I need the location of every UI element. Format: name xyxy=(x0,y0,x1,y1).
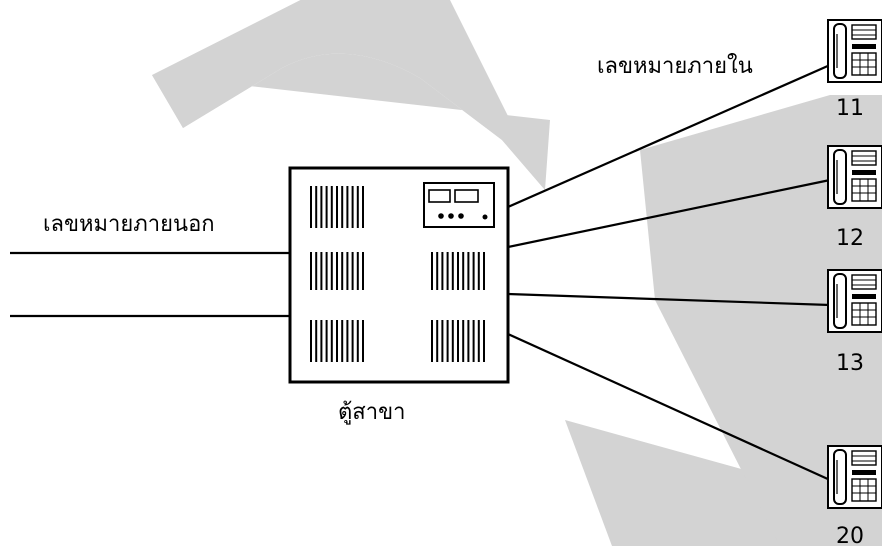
extension-line xyxy=(507,332,831,482)
vent-slots xyxy=(310,186,485,362)
extension-line xyxy=(507,292,831,307)
extension-phones xyxy=(827,19,882,509)
desk-phone-icon xyxy=(827,445,882,509)
watermark-swoosh xyxy=(152,0,882,546)
external-lines xyxy=(10,251,290,318)
desk-phone-icon xyxy=(827,19,882,83)
extension-number: 12 xyxy=(836,226,864,251)
internal-extensions-label: เลขหมายภายใน xyxy=(597,53,753,79)
extension-number: 13 xyxy=(836,351,864,376)
desk-phone-icon xyxy=(827,145,882,209)
extension-number: 20 xyxy=(836,524,864,546)
desk-phone-icon xyxy=(827,269,882,333)
pbx-label: ตู้สาขา xyxy=(338,400,405,425)
external-lines-label: เลขหมายภายนอก xyxy=(43,212,215,237)
extension-line xyxy=(507,63,831,209)
extension-line xyxy=(507,178,831,249)
pbx-cabinet-icon xyxy=(288,166,510,384)
extension-lines xyxy=(507,63,831,482)
extension-number: 11 xyxy=(836,96,864,121)
